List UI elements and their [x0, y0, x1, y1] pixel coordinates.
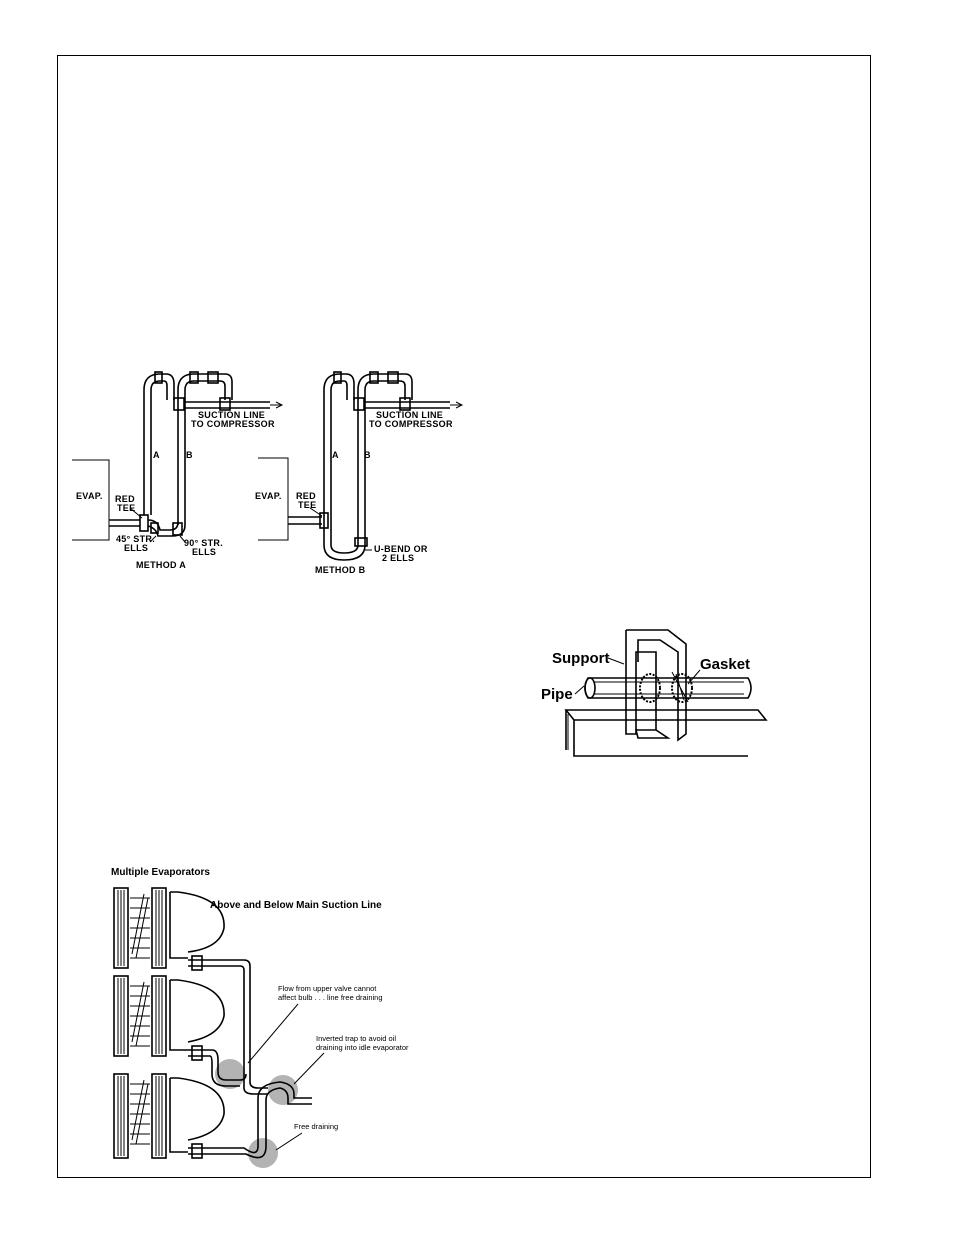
evaporator-b-box	[258, 457, 289, 541]
free-draining-note: Free draining	[294, 1122, 338, 1131]
riser-a-b-label: A	[332, 450, 339, 460]
gasket-label: Gasket	[700, 656, 750, 673]
evaporator-coil-middle	[113, 975, 225, 1057]
ells90-label-2: ELLS	[192, 547, 216, 557]
red-tee-b-label-1: RED	[296, 491, 316, 501]
trap-note-line-1: Inverted trap to avoid oil	[316, 1034, 396, 1043]
red-tee-b-label-2: TEE	[298, 500, 316, 510]
evaporator-a-box	[72, 459, 110, 541]
flow-note-line-2: affect bulb . . . line free draining	[278, 993, 383, 1002]
method-b-caption: METHOD B	[315, 565, 366, 575]
evap-a-label: EVAP.	[76, 491, 103, 501]
highlight-upper-trap	[215, 1059, 245, 1089]
pipe-label: Pipe	[541, 686, 573, 703]
ells45-label-2: ELLS	[124, 543, 148, 553]
ells45-label-1: 45° STR.	[116, 534, 155, 544]
evaporator-coil-bottom	[113, 1073, 225, 1159]
trap-note-line-2: draining into idle evaporator	[316, 1043, 409, 1052]
multiple-evaporators-diagram: Multiple Evaporators Above and Below Mai…	[108, 858, 428, 1173]
page-border	[57, 55, 871, 1178]
mid-evap-suction	[188, 1049, 247, 1081]
riser-a-label: A	[153, 450, 160, 460]
pipe-support-diagram: Support Gasket Pipe	[538, 622, 778, 767]
red-tee-a-label-1: RED	[115, 494, 135, 504]
suction-line-a-label-2: TO COMPRESSOR	[191, 419, 275, 429]
evaporators-title: Multiple Evaporators	[111, 867, 210, 878]
riser-b-b-label: B	[364, 450, 371, 460]
method-a-caption: METHOD A	[136, 560, 186, 570]
method-a-figure: EVAP. RED	[72, 371, 284, 570]
suction-line-b-label-2: TO COMPRESSOR	[369, 419, 453, 429]
main-suction-line	[188, 1081, 312, 1154]
flow-note-line-1: Flow from upper valve cannot	[278, 984, 377, 993]
ells90-label-1: 90° STR.	[184, 538, 223, 548]
evaporator-coil-top	[113, 887, 225, 969]
highlight-free-draining	[248, 1138, 278, 1168]
method-b-figure: EVAP. RED TEE SUCTION LINE TO COMPRESSO	[255, 371, 464, 575]
suction-line-b-label-1: SUCTION LINE	[376, 410, 443, 420]
evaporators-subtitle: Above and Below Main Suction Line	[210, 900, 382, 911]
ubend-label-1: U-BEND OR	[374, 544, 428, 554]
double-suction-riser-diagram: EVAP. RED	[60, 360, 480, 585]
top-evap-suction	[188, 959, 268, 1089]
evap-b-label: EVAP.	[255, 491, 282, 501]
riser-b-label: B	[186, 450, 193, 460]
red-tee-a-label-2: TEE	[117, 503, 135, 513]
support-label: Support	[552, 650, 610, 667]
ubend-label-2: 2 ELLS	[382, 553, 414, 563]
suction-line-a-label-1: SUCTION LINE	[198, 410, 265, 420]
